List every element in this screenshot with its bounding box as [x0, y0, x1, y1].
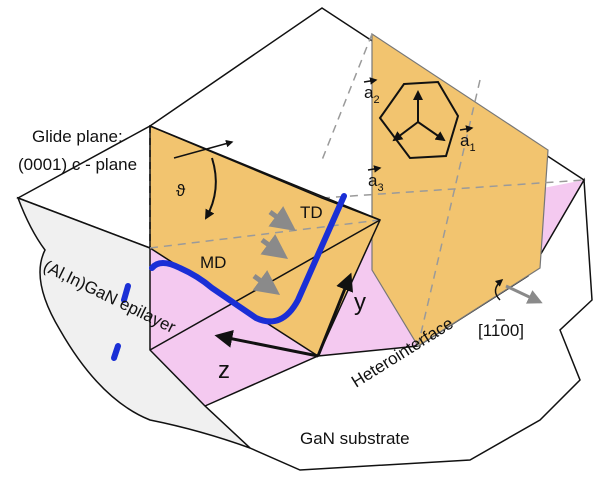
- a2-arrow-mark: [363, 77, 378, 85]
- hex-arrow-right: [417, 121, 446, 142]
- back-dashed-top: [321, 33, 373, 161]
- glide-plane-pointer: [173, 139, 234, 159]
- theta-arc: [205, 157, 217, 220]
- z-axis-arrow: [214, 329, 319, 358]
- y-axis-arrow: [316, 272, 354, 357]
- front-plane-grey-dash: [149, 219, 381, 249]
- a2-label: a2: [364, 83, 380, 106]
- dislocation-dash-1: [121, 283, 131, 303]
- a3-arrow-mark: [367, 165, 382, 173]
- shear-arrow-2: [260, 234, 289, 259]
- epilayer-face: [16, 196, 251, 449]
- direction-arrow: [505, 284, 543, 304]
- dislocation-line: [149, 193, 347, 325]
- y-axis-label: y: [354, 289, 366, 316]
- rotation-arrow: [494, 279, 504, 301]
- a1-label: a1: [460, 131, 476, 154]
- direction-label: [1100]: [478, 321, 524, 340]
- md-label: MD: [200, 253, 226, 272]
- back-dashed-diagonal: [321, 179, 585, 199]
- z-axis-label: z: [218, 357, 230, 384]
- a3-label: a3: [368, 171, 384, 194]
- theta-label: ϑ: [176, 181, 186, 200]
- glide-plane-subtitle: (0001) c - plane: [18, 155, 137, 174]
- back-dashed-vertical: [417, 79, 481, 347]
- substrate-label: GaN substrate: [300, 429, 410, 448]
- glide-plane-title: Glide plane:: [32, 127, 123, 146]
- hexagon-cell: [378, 80, 460, 160]
- shear-arrow-1: [268, 206, 297, 231]
- shear-arrow-3: [252, 270, 281, 295]
- td-label: TD: [300, 203, 323, 222]
- a1-arrow-mark: [459, 125, 474, 133]
- hex-arrow-left: [392, 121, 419, 142]
- dislocation-dash-2: [111, 343, 121, 361]
